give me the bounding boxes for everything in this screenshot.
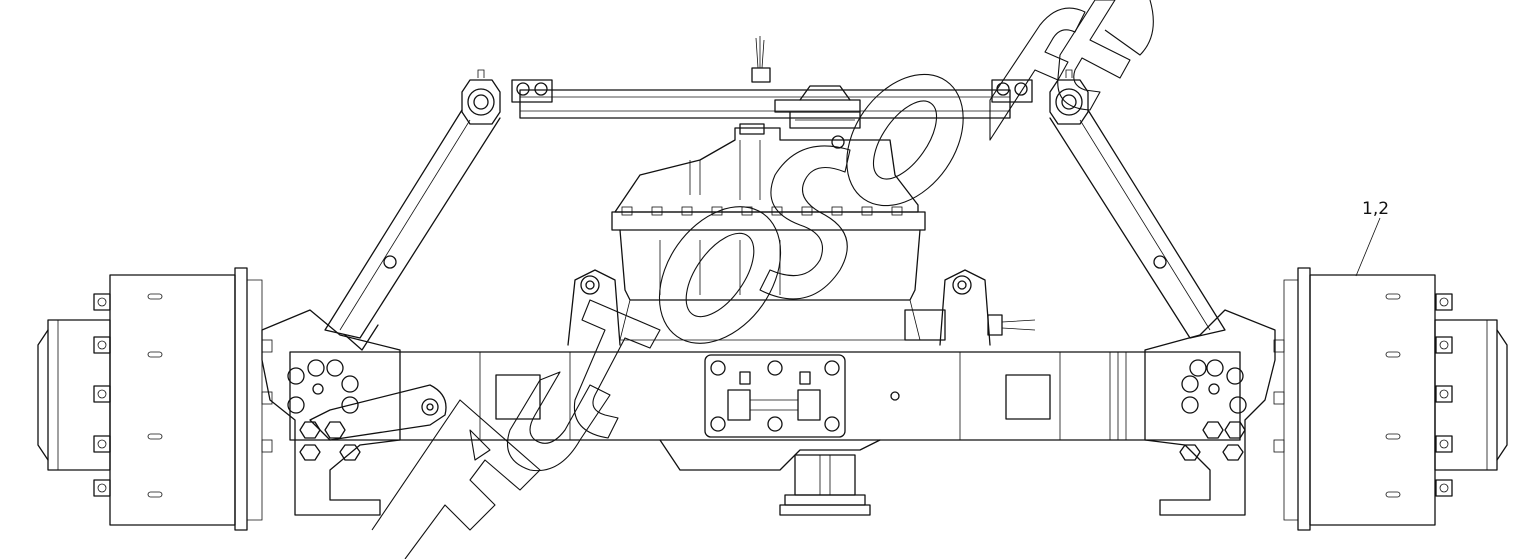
part-callout: 1,2 [1355, 199, 1389, 277]
flange-bolts [621, 206, 903, 216]
right-ball-joint [1049, 69, 1089, 125]
left-wheel-hub [37, 267, 273, 531]
left-knuckle [261, 309, 447, 516]
differential-housing [567, 36, 1036, 516]
watermark-logo [371, 0, 1154, 559]
right-wheel-hub [1273, 267, 1508, 531]
right-hub-bolts [1273, 293, 1453, 497]
right-steering-arm [1049, 109, 1226, 339]
left-steering-arm [324, 109, 501, 351]
right-hub-slots [1385, 293, 1401, 498]
left-hub-slots [147, 293, 163, 498]
left-hub-bolts [93, 293, 273, 497]
callout-label: 1,2 [1362, 199, 1389, 219]
right-knuckle [1144, 309, 1276, 516]
left-ball-joint [461, 69, 501, 125]
axle-beam [289, 351, 1241, 441]
tie-rod [511, 79, 1033, 119]
